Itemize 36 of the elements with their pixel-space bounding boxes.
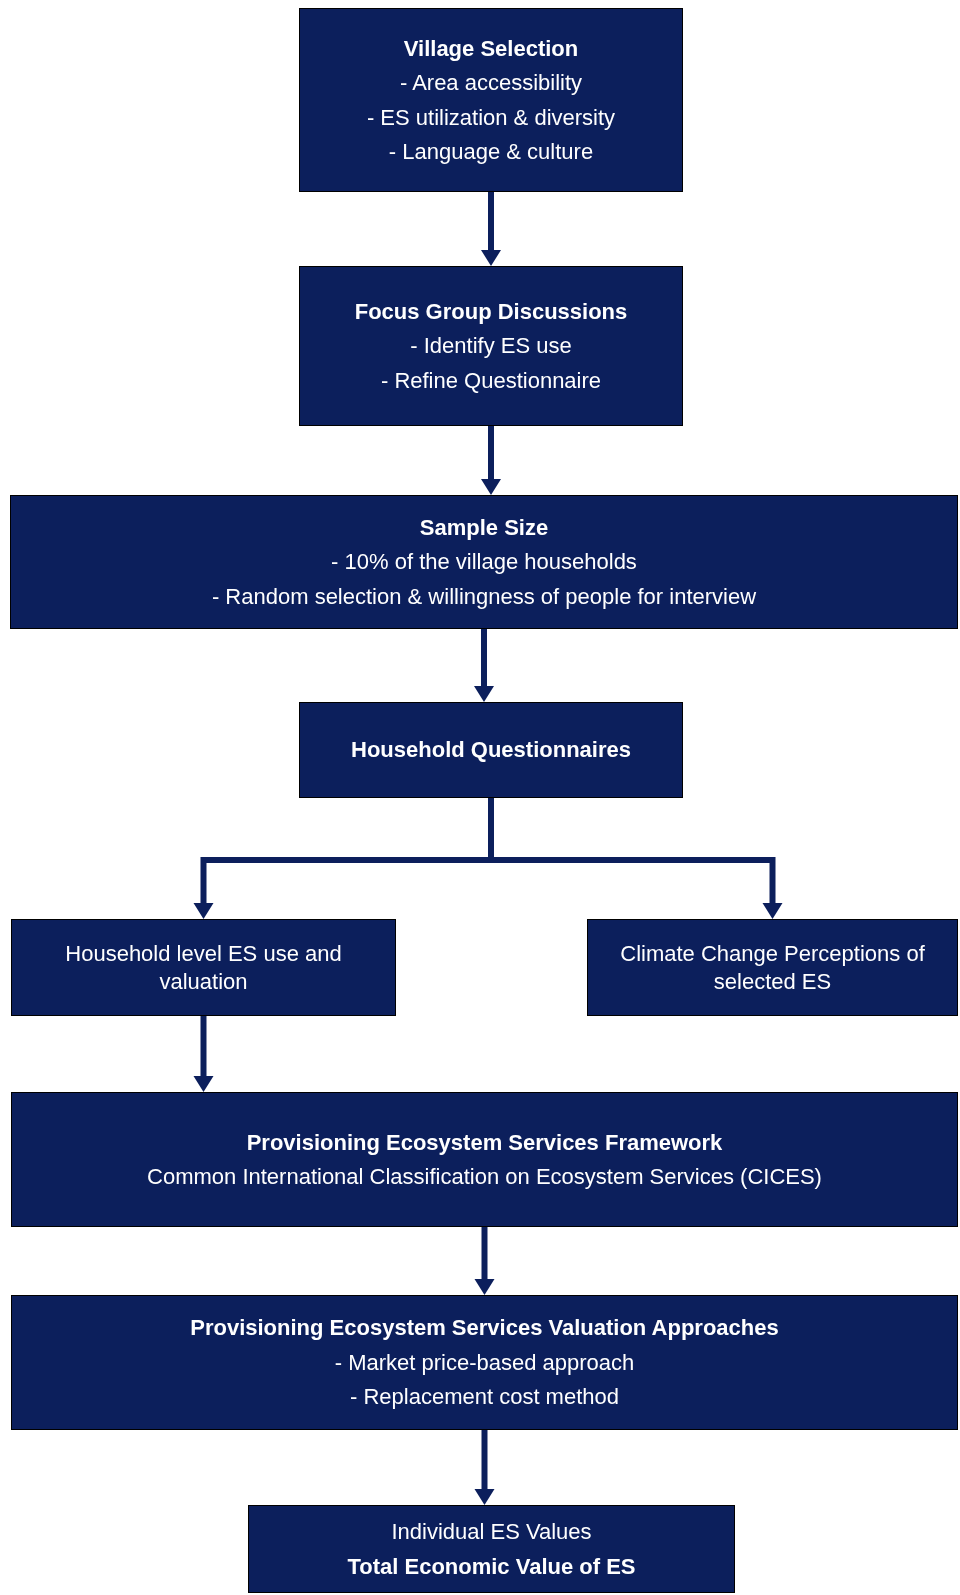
step-text: Climate Change Perceptions of selected ES bbox=[619, 940, 926, 995]
process-box bbox=[299, 8, 683, 192]
step-text: - Language & culture bbox=[388, 138, 594, 166]
step-title: Focus Group Discussions bbox=[354, 297, 628, 326]
step-text: Household level ES use and valuation bbox=[64, 940, 343, 995]
arrow bbox=[474, 629, 494, 702]
process-box bbox=[299, 266, 683, 426]
step-title: Provisioning Ecosystem Services Framework bbox=[246, 1128, 723, 1156]
step-text: - 10% of the village households bbox=[331, 548, 637, 576]
process-box bbox=[248, 1505, 735, 1593]
arrow bbox=[474, 1430, 495, 1505]
step-text: - Market price-based approach bbox=[334, 1348, 635, 1377]
process-box bbox=[299, 702, 683, 798]
arrow bbox=[488, 798, 783, 919]
arrow bbox=[481, 192, 501, 266]
step-text: Individual ES Values bbox=[391, 1518, 592, 1546]
step-text: - Refine Questionnaire bbox=[380, 366, 602, 395]
step-text: Common International Classification on Ecosystem Services (CICES) bbox=[147, 1163, 822, 1191]
step-text: - Replacement cost method bbox=[350, 1383, 619, 1411]
step-title: Village Selection bbox=[403, 34, 579, 62]
process-box bbox=[11, 919, 396, 1016]
process-box bbox=[10, 495, 958, 629]
process-box bbox=[587, 919, 958, 1016]
process-box bbox=[11, 1295, 958, 1430]
step-text: - Area accessibility bbox=[399, 69, 583, 97]
step-text: - Random selection & willingness of people for interview bbox=[211, 582, 757, 611]
step-text: - ES utilization & diversity bbox=[366, 103, 616, 131]
step-title: Sample Size bbox=[419, 513, 549, 542]
step-title: Provisioning Ecosystem Services Valuation Approaches bbox=[190, 1314, 779, 1342]
process-box bbox=[11, 1092, 958, 1227]
step-text: - Identify ES use bbox=[410, 332, 572, 360]
arrow bbox=[474, 1227, 495, 1295]
arrow bbox=[193, 1016, 214, 1092]
step-title: Household Questionnaires bbox=[351, 736, 631, 764]
arrow bbox=[481, 426, 501, 495]
step-title: Total Economic Value of ES bbox=[347, 1552, 636, 1580]
